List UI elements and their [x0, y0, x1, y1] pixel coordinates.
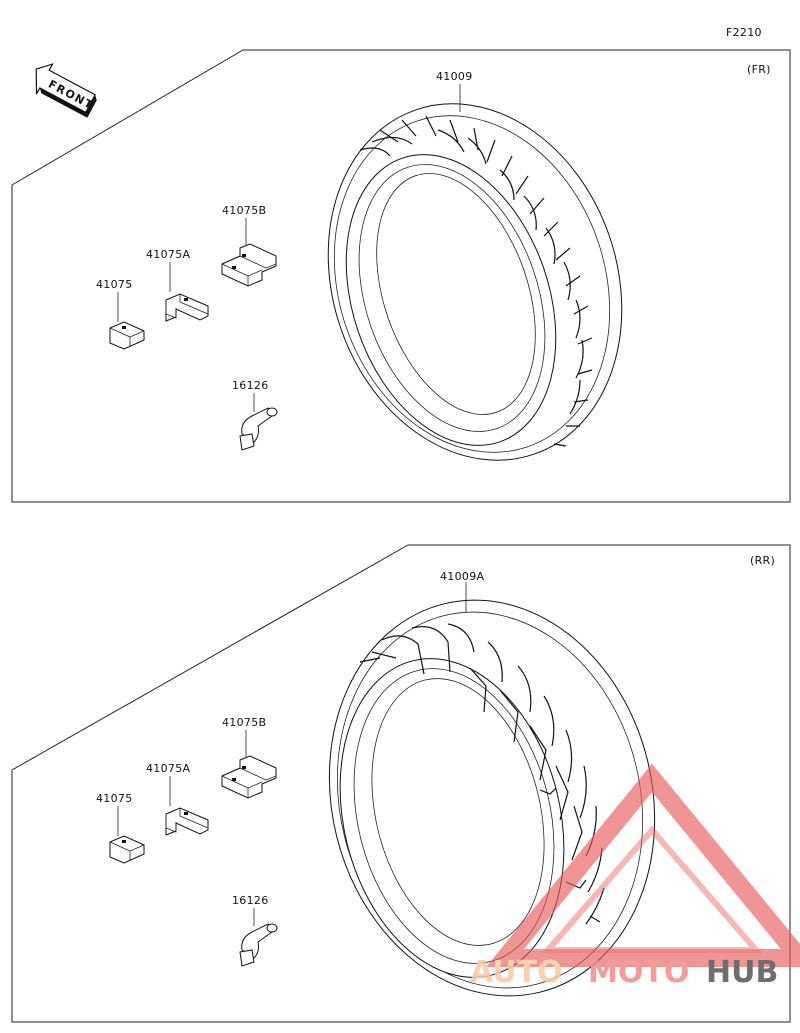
front-direction-badge: FRONT [35, 63, 97, 118]
figure-code: F2210 [726, 26, 762, 39]
rear-panel: (RR) 41009A 41075B [11, 544, 791, 1023]
rear-panel-tag: (RR) [750, 554, 775, 567]
front-label-41075b: 41075B [222, 204, 266, 217]
front-panel-tag: (FR) [747, 63, 771, 76]
rear-valve: 16126 [232, 894, 278, 967]
watermark-moto: MOTO [588, 955, 689, 990]
watermark-auto: AUTO [470, 955, 563, 990]
front-label-16126: 16126 [232, 379, 269, 392]
watermark-logo: AUTO MOTO HUB [470, 763, 800, 990]
rear-tire [328, 599, 656, 997]
rear-balance-weight-a: 41075A [146, 762, 209, 836]
rear-label-16126: 16126 [232, 894, 269, 907]
front-balance-weight: 41075 [96, 278, 145, 350]
rear-tire-part-number: 41009A [440, 570, 484, 583]
rear-label-41075b: 41075B [222, 716, 266, 729]
front-valve: 16126 [232, 379, 278, 451]
front-balance-weight-b: 41075B [221, 204, 277, 287]
front-panel: (FR) 41009 41075B [11, 49, 791, 503]
front-panel-frame [11, 49, 791, 503]
rear-balance-weight-b: 41075B [221, 716, 277, 799]
front-label-41075a: 41075A [146, 248, 190, 261]
front-label-41075: 41075 [96, 278, 133, 291]
front-tire [327, 103, 623, 461]
rear-panel-frame [11, 544, 791, 1023]
rear-balance-weight: 41075 [96, 792, 145, 864]
watermark-hub: HUB [706, 955, 778, 990]
front-balance-weight-a: 41075A [146, 248, 209, 322]
rear-label-41075a: 41075A [146, 762, 190, 775]
rear-label-41075: 41075 [96, 792, 133, 805]
front-tire-part-number: 41009 [436, 70, 473, 83]
